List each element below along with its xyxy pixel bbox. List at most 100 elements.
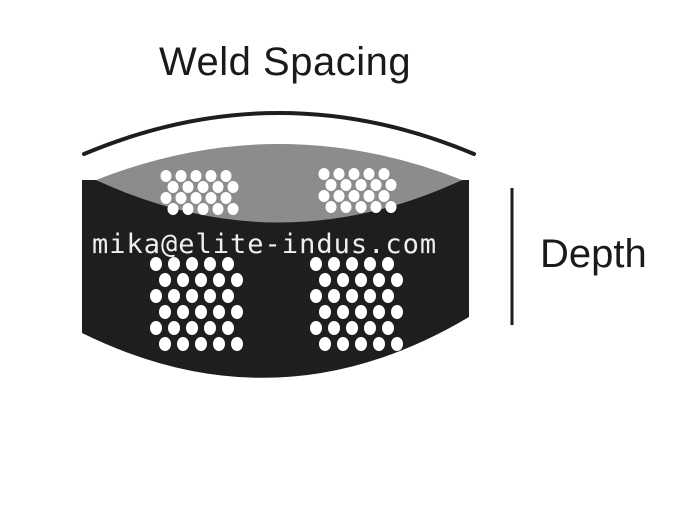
perforation-hole (220, 170, 232, 182)
perforation-hole (319, 305, 331, 319)
perforation-hole (385, 201, 397, 213)
perforation-hole (370, 201, 382, 213)
perforation-hole (373, 337, 385, 351)
perforation-hole (150, 289, 162, 303)
perforation-hole (150, 257, 162, 271)
perforation-hole (213, 305, 225, 319)
perforation-hole (319, 273, 331, 287)
perforation-hole (355, 337, 367, 351)
perforation-hole (195, 305, 207, 319)
perforation-hole (175, 170, 187, 182)
perforation-hole (363, 168, 375, 180)
perforation-hole (204, 321, 216, 335)
perforation-hole (167, 181, 179, 193)
perforation-hole (204, 289, 216, 303)
perforation-hole (159, 337, 171, 351)
perforation-hole (159, 273, 171, 287)
perforation-hole (195, 273, 207, 287)
perforation-hole (355, 201, 367, 213)
perforation-hole (318, 190, 330, 202)
perforation-hole (363, 190, 375, 202)
perforation-hole (370, 179, 382, 191)
perforation-hole (186, 257, 198, 271)
perforation-hole (378, 190, 390, 202)
perforation-hole (205, 170, 217, 182)
perforation-hole (337, 305, 349, 319)
perforation-hole (325, 179, 337, 191)
perforation-hole (325, 201, 337, 213)
perforation-hole (167, 203, 179, 215)
perforation-hole (378, 168, 390, 180)
perforation-hole (220, 192, 232, 204)
perforation-hole (310, 257, 322, 271)
perforation-hole (373, 273, 385, 287)
watermark-text: mika@elite-indus.com (92, 229, 438, 260)
perforation-hole (227, 203, 239, 215)
perforation-hole (186, 321, 198, 335)
perforation-hole (168, 321, 180, 335)
perforation-hole (222, 257, 234, 271)
perforation-hole (373, 305, 385, 319)
perforation-hole (348, 190, 360, 202)
perforation-hole (213, 273, 225, 287)
perforation-hole (231, 273, 243, 287)
perforation-hole (364, 257, 376, 271)
perforation-hole (212, 203, 224, 215)
perforation-hole (337, 273, 349, 287)
perforation-hole (391, 337, 403, 351)
perforation-hole (177, 273, 189, 287)
perforation-hole (222, 289, 234, 303)
perforation-hole (222, 321, 234, 335)
perforation-hole (182, 203, 194, 215)
perforation-hole (177, 305, 189, 319)
perforation-hole (337, 337, 349, 351)
perforation-hole (328, 289, 340, 303)
perforation-hole (355, 273, 367, 287)
perforation-hole (333, 190, 345, 202)
perforation-hole (340, 179, 352, 191)
perforation-hole (213, 337, 225, 351)
perforation-hole (333, 168, 345, 180)
weld-spacing-arc (82, 111, 476, 156)
perforation-hole (348, 168, 360, 180)
perforation-hole (231, 305, 243, 319)
perforation-hole (190, 170, 202, 182)
perforation-hole (385, 179, 397, 191)
perforation-hole (346, 289, 358, 303)
perforation-hole (186, 289, 198, 303)
perforation-hole (159, 305, 171, 319)
perforation-hole (319, 337, 331, 351)
perforation-hole (355, 305, 367, 319)
perforation-hole (168, 257, 180, 271)
perforation-hole (364, 321, 376, 335)
perforation-hole (177, 337, 189, 351)
perforation-hole (391, 305, 403, 319)
perforation-hole (346, 321, 358, 335)
perforation-hole (364, 289, 376, 303)
perforation-hole (310, 289, 322, 303)
perforation-hole (382, 321, 394, 335)
weld-spacing-label: Weld Spacing (159, 40, 412, 84)
perforation-hole (355, 179, 367, 191)
perforation-hole (160, 192, 172, 204)
perforation-hole (231, 337, 243, 351)
perforation-hole (197, 203, 209, 215)
perforation-hole (175, 192, 187, 204)
perforation-hole (318, 168, 330, 180)
depth-label: Depth (540, 232, 647, 276)
perforation-hole (382, 289, 394, 303)
perforation-hole (168, 289, 180, 303)
perforation-hole (182, 181, 194, 193)
perforation-hole (197, 181, 209, 193)
perforation-holes (150, 168, 403, 351)
perforation-hole (382, 257, 394, 271)
perforation-hole (195, 337, 207, 351)
perforation-hole (328, 321, 340, 335)
perforation-hole (212, 181, 224, 193)
perforation-hole (205, 192, 217, 204)
perforation-hole (346, 257, 358, 271)
perforation-hole (340, 201, 352, 213)
cell-top-surface (96, 144, 462, 223)
